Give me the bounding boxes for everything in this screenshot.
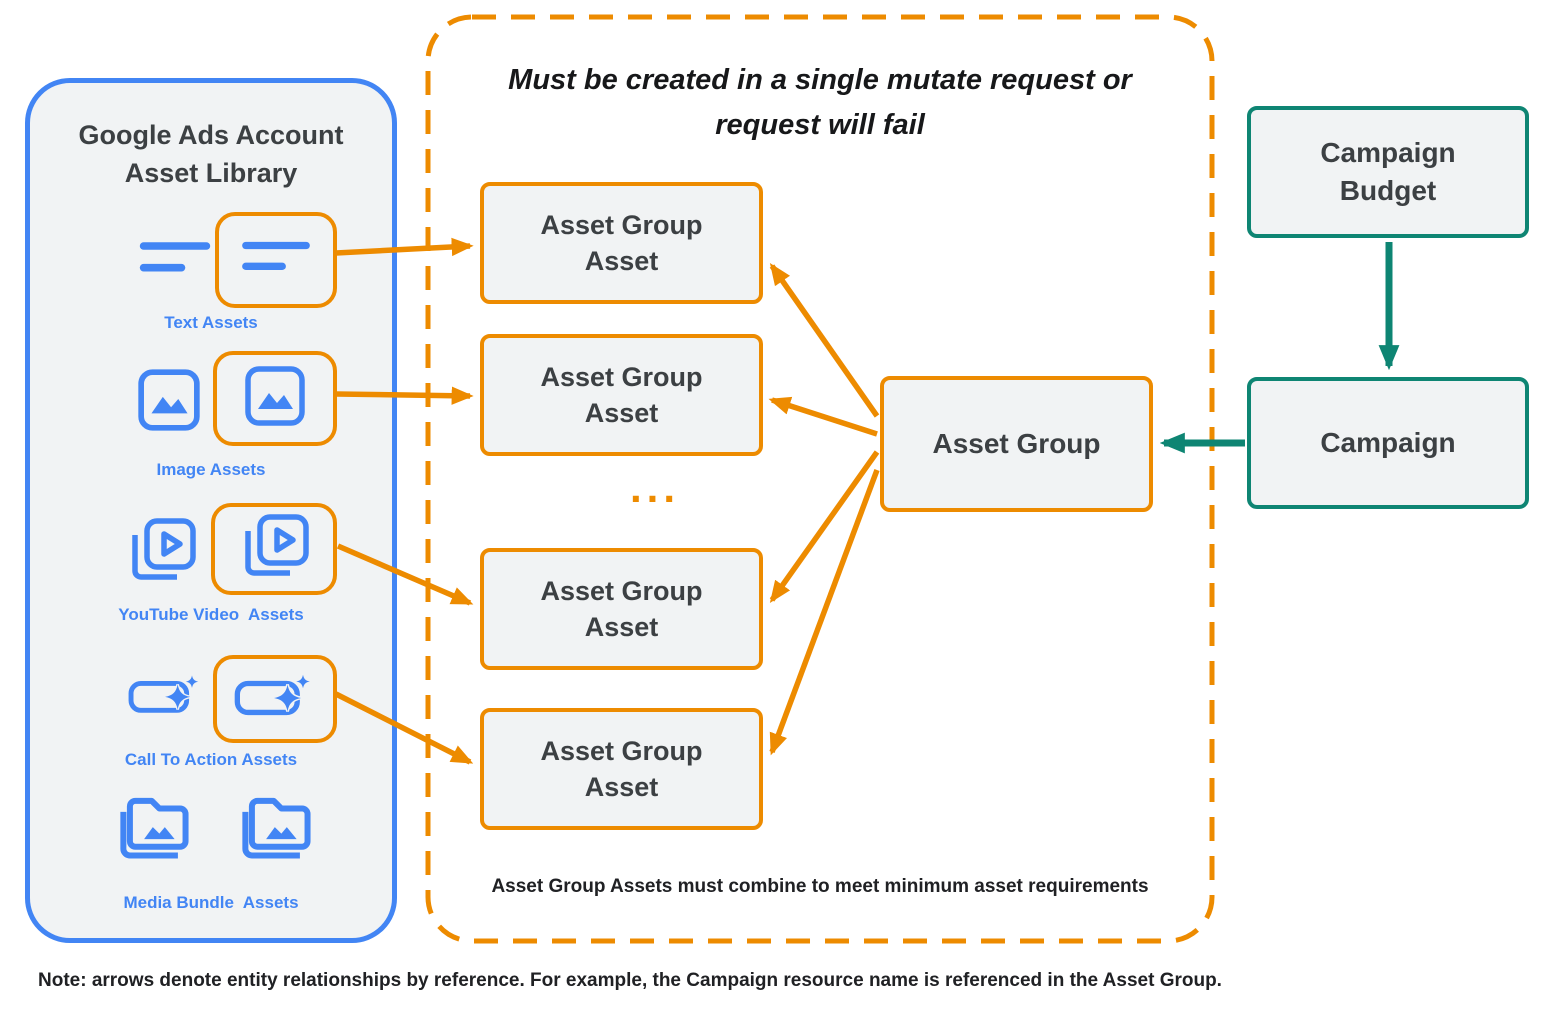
text-asset-icon [239,233,313,288]
asset-group-asset-box-1: Asset Group Asset [480,182,763,304]
asset-group-node: Asset Group [880,376,1153,512]
text-asset-icon [137,233,213,285]
text-asset-highlight [215,212,337,308]
asset-group-asset-box-3: Asset Group Asset [480,548,763,670]
asset-group-asset-label: Asset Group Asset [540,361,703,428]
youtube-video-asset-icon [236,509,312,590]
call-to-action-asset-highlight [213,655,337,743]
media-bundle-assets-label: Media Bundle Assets [123,893,299,912]
asset-group-asset-box-2: Asset Group Asset [480,334,763,456]
campaign-node: Campaign [1247,377,1529,509]
youtube-video-asset-highlight [211,503,337,595]
youtube-video-assets-label: YouTube Video Assets [118,605,304,624]
image-asset-highlight [213,351,337,446]
call-to-action-assets-label: Call To Action Assets [124,750,298,769]
asset-library-title: Google Ads Account Asset Library [78,120,344,188]
mutate-group-title: Must be created in a single mutate reque… [508,64,1132,141]
more-asset-group-assets-ellipsis: ... [629,464,680,511]
asset-group-asset-label: Asset Group Asset [540,575,703,642]
mutate-group-panel: Must be created in a single mutate reque… [425,14,1215,944]
asset-library-panel: Google Ads Account Asset Library Text As… [25,78,397,943]
media-bundle-asset-icon [108,790,202,862]
media-bundle-asset-icon [230,790,324,862]
footnote: Note: arrows denote entity relationships… [38,970,1222,991]
mutate-group-footer: Asset Group Assets must combine to meet … [491,876,1149,897]
campaign-budget-node: Campaign Budget [1247,106,1529,238]
text-assets-label: Text Assets [164,313,258,332]
image-assets-label: Image Assets [156,460,266,479]
image-asset-icon [243,364,307,433]
youtube-video-asset-icon [123,513,199,589]
asset-group-label: Asset Group [932,428,1101,460]
campaign-label: Campaign [1320,427,1456,459]
campaign-budget-label: Campaign Budget [1320,137,1456,206]
asset-group-asset-label: Asset Group Asset [540,735,703,802]
call-to-action-asset-icon [127,670,205,722]
image-asset-icon [136,367,202,433]
call-to-action-asset-icon [233,669,317,730]
asset-group-asset-box-4: Asset Group Asset [480,708,763,830]
asset-group-asset-label: Asset Group Asset [540,209,703,276]
